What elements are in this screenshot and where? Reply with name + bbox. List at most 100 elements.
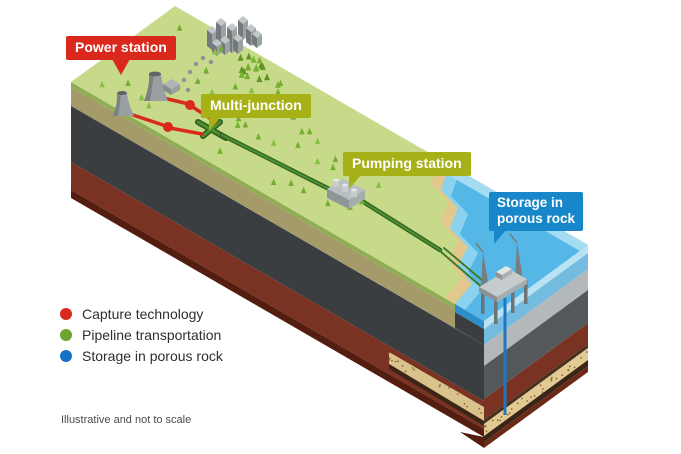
- decor-dot: [533, 394, 536, 397]
- multi-junction-label: Multi-junction: [201, 94, 311, 131]
- decor-shape: [306, 127, 313, 135]
- decor-shape: [245, 52, 252, 60]
- decor-dot: [411, 367, 414, 369]
- rig-module-front: [496, 272, 502, 280]
- soil-layer: [71, 87, 455, 328]
- decor-shape: [270, 178, 277, 185]
- decor-shape: [288, 179, 294, 187]
- power-station-pointer: [112, 58, 130, 75]
- left-face-layers: [71, 82, 484, 448]
- decor-shape: [194, 77, 201, 84]
- pumping-station: [327, 178, 365, 209]
- multi-junction-pointer: [209, 116, 221, 131]
- offshore-platform: [475, 233, 528, 324]
- decor-shape: [358, 197, 365, 205]
- rig-leg: [494, 298, 498, 324]
- legend-item-capture: Capture technology: [60, 303, 223, 324]
- pump-tank: [351, 190, 357, 197]
- rig-module-top: [496, 266, 512, 275]
- legend: Capture technology Pipeline transportati…: [60, 303, 223, 366]
- decor-shape: [232, 82, 239, 90]
- decor-dot: [485, 430, 488, 433]
- grass-edge-layer: [71, 82, 455, 309]
- decor-dot: [550, 379, 553, 382]
- decor-shape: [300, 186, 307, 194]
- pumping-station-pointer: [349, 174, 361, 189]
- power-station-label: Power station: [66, 36, 176, 75]
- pipeline-core: [220, 133, 347, 199]
- rig-leg: [481, 288, 485, 314]
- decor-shape: [256, 56, 263, 64]
- decor-shape: [250, 55, 257, 63]
- city: [207, 16, 262, 56]
- decor-shape: [217, 147, 223, 154]
- decor-dot: [551, 376, 553, 379]
- decor-shape: [99, 80, 105, 88]
- end-rock-red: [484, 323, 588, 420]
- decor-shape: [238, 38, 243, 54]
- decor-dot: [478, 407, 481, 410]
- capture-pipe: [128, 112, 168, 128]
- rig-derrick: [515, 243, 523, 279]
- decor-dot: [404, 370, 407, 373]
- station-building-top: [163, 79, 180, 89]
- decor-dot: [397, 360, 400, 362]
- decor-shape: [146, 101, 152, 109]
- decor-dot: [185, 87, 191, 93]
- end-grey-dark: [484, 290, 588, 399]
- rig-crane: [509, 233, 518, 244]
- rig-module-side: [502, 269, 512, 280]
- capture-point: [163, 122, 173, 132]
- decor-shape: [238, 70, 245, 78]
- pump-tank: [333, 180, 339, 187]
- decor-shape: [252, 34, 257, 48]
- rock-bottom-layer: [71, 190, 484, 437]
- decor-dot: [539, 384, 542, 387]
- pump-tank-top: [333, 178, 339, 182]
- decor-shape: [238, 65, 245, 73]
- legend-label: Pipeline transportation: [82, 326, 222, 343]
- multi-junction-label-text: Multi-junction: [210, 97, 302, 113]
- pump-side: [349, 190, 365, 209]
- decor-shape: [275, 81, 281, 88]
- decor-shape: [330, 163, 336, 171]
- tower-top: [149, 71, 161, 77]
- decor-shape: [259, 62, 266, 70]
- end-water-light: [484, 245, 588, 329]
- decor-dot: [586, 351, 588, 354]
- decor-dot: [526, 400, 529, 402]
- decor-dot: [510, 408, 513, 410]
- porous-lens-underline: [389, 364, 484, 426]
- decor-shape: [314, 137, 321, 145]
- capture-color-dot: [60, 307, 72, 320]
- storage-pointer: [494, 229, 506, 244]
- decor-shape: [207, 30, 212, 50]
- power-station-label-text: Power station: [75, 39, 167, 55]
- end-dark-line: [484, 344, 588, 424]
- footnote: Illustrative and not to scale: [61, 414, 192, 426]
- decor-dot: [388, 352, 390, 354]
- decor-shape: [375, 181, 382, 188]
- end-water: [484, 253, 588, 345]
- decor-shape: [332, 155, 339, 163]
- decor-shape: [275, 88, 281, 95]
- pump-front: [327, 189, 349, 209]
- decor-dot: [388, 359, 391, 361]
- storage-label: Storage in porous rock: [489, 192, 583, 244]
- rig-deck-front: [479, 287, 497, 302]
- pump-tank-top: [351, 188, 357, 192]
- beach-sand: [421, 148, 472, 304]
- porous-lens: [389, 352, 484, 421]
- decor-dot: [500, 416, 503, 418]
- rock-speckles: [388, 351, 588, 433]
- end-grey-light: [484, 269, 588, 366]
- rock-dark-gap: [455, 312, 484, 345]
- decor-dot: [530, 396, 532, 399]
- decor-shape: [255, 132, 262, 140]
- decor-dot: [480, 412, 483, 414]
- decor-dot: [193, 61, 199, 67]
- decor-shape: [245, 62, 252, 70]
- cooling-tower-shade: [113, 93, 121, 116]
